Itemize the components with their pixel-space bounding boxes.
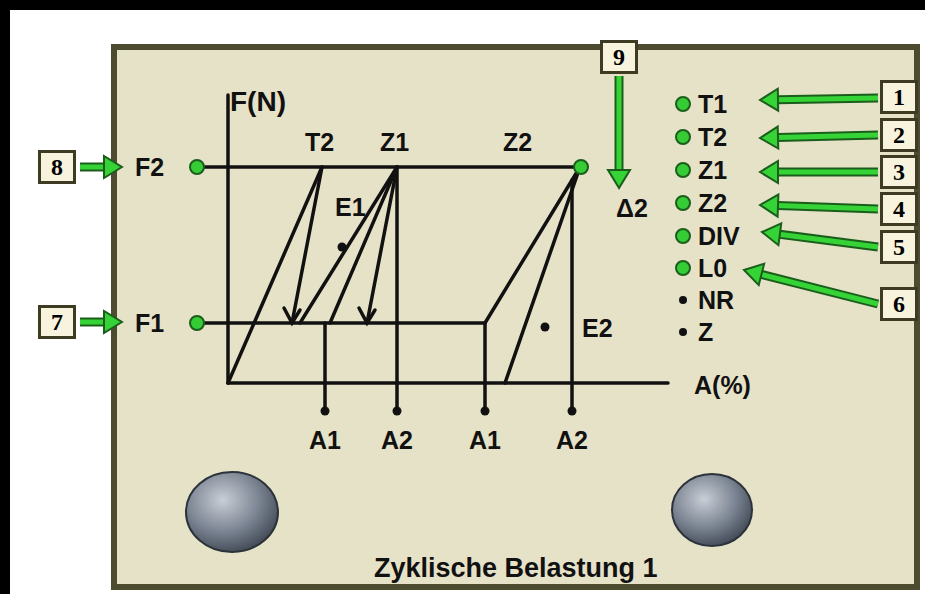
- callout-number: 2: [893, 123, 905, 147]
- panel-label: A2: [556, 428, 588, 453]
- panel-label: L0: [698, 256, 727, 281]
- panel-label: Z: [698, 320, 713, 345]
- panel-label: A1: [469, 428, 501, 453]
- callout-arrow: [778, 168, 878, 177]
- panel-label: A2: [381, 428, 413, 453]
- callout-arrow: [80, 320, 105, 325]
- callout-box: 8: [38, 150, 76, 184]
- callout-arrow: [80, 163, 104, 172]
- callout-arrow: [778, 135, 878, 138]
- callout-arrow: [761, 274, 878, 304]
- callout-arrow: [778, 98, 878, 100]
- callout-arrows: [80, 76, 878, 333]
- callout-arrow: [777, 206, 878, 209]
- callout-arrow: [760, 195, 778, 217]
- panel-label: F2: [135, 155, 164, 180]
- callout-number: 6: [893, 292, 905, 316]
- callout-arrow: [617, 76, 622, 171]
- callout-number: 8: [51, 155, 63, 179]
- callout-arrow: [778, 206, 878, 209]
- callout-arrow: [80, 318, 104, 327]
- callout-arrow: [760, 127, 778, 149]
- callout-arrow: [608, 170, 630, 188]
- callout-arrow: [762, 223, 781, 245]
- callout-arrow: [760, 161, 778, 183]
- callout-arrow: [744, 264, 764, 285]
- panel-label: A1: [309, 428, 341, 453]
- point-dot: [321, 243, 688, 416]
- callout-arrow: [777, 135, 878, 138]
- panel-label: Δ2: [616, 196, 648, 221]
- callout-number: 4: [893, 197, 905, 221]
- callout-box: 3: [880, 155, 918, 189]
- callout-arrow: [760, 274, 878, 304]
- panel-label: Z1: [698, 158, 727, 183]
- panel-plate: [114, 47, 917, 587]
- callout-number: 5: [893, 235, 905, 259]
- callout-arrow: [777, 98, 878, 100]
- panel-label: T2: [305, 130, 334, 155]
- frame-bar: [0, 0, 925, 10]
- callout-arrow: [80, 165, 105, 170]
- panel-label: T1: [698, 92, 727, 117]
- callout-arrow: [780, 234, 878, 247]
- callout-box: 1: [880, 80, 918, 114]
- callout-number: 9: [613, 45, 625, 69]
- panel-title: Zyklische Belastung 1: [374, 555, 658, 582]
- panel-label: E1: [335, 195, 366, 220]
- panel-label: Z2: [698, 191, 727, 216]
- callout-number: 3: [893, 160, 905, 184]
- callout-box: 2: [880, 118, 918, 152]
- panel-label: Z2: [503, 130, 532, 155]
- callout-number: 1: [893, 85, 905, 109]
- callout-arrow: [104, 311, 122, 333]
- callout-arrow: [777, 170, 878, 175]
- callout-box: 6: [880, 287, 918, 321]
- panel-label: E2: [582, 316, 613, 341]
- callout-arrow: [104, 156, 122, 178]
- panel-label: F1: [135, 311, 164, 336]
- panel-label: Z1: [380, 130, 409, 155]
- callout-box: 9: [600, 40, 638, 74]
- callout-box: 4: [880, 192, 918, 226]
- frame-bar: [0, 0, 10, 594]
- callout-arrow: [615, 76, 624, 170]
- callout-arrow: [779, 234, 878, 247]
- panel-label: F(N): [230, 88, 286, 116]
- panel-label: A(%): [694, 373, 751, 398]
- callout-box: 7: [38, 305, 76, 339]
- callout-number: 7: [51, 310, 63, 334]
- panel-label: T2: [698, 125, 727, 150]
- adjust-knob: [186, 472, 752, 552]
- callout-arrow: [760, 89, 778, 111]
- load-graph: [200, 95, 668, 410]
- callout-box: 5: [880, 230, 918, 264]
- panel-label: NR: [698, 288, 734, 313]
- panel-label: DIV: [698, 224, 740, 249]
